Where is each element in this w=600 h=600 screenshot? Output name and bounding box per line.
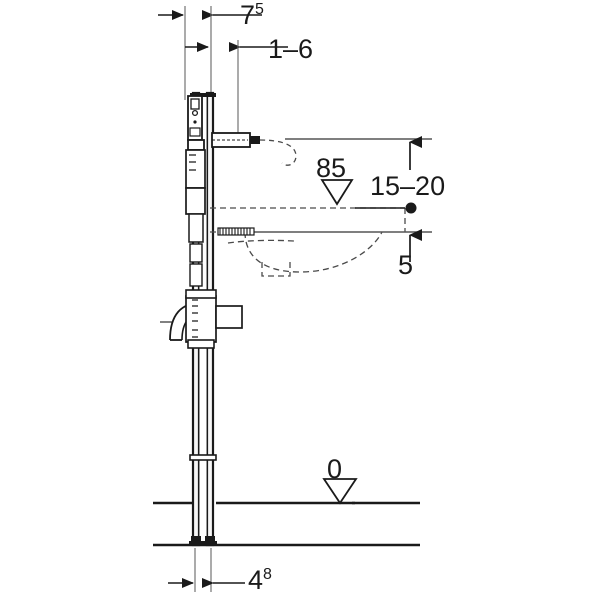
tap-spout-dashed [259, 139, 297, 166]
dimension-value: 0 [327, 454, 343, 484]
dimension-value: 1–6 [268, 34, 314, 64]
dimension-lines-bottom [168, 548, 245, 592]
level-triangle-85 [320, 179, 354, 206]
dimension-label-datum: 0 [327, 456, 342, 483]
level-triangle-0 [322, 478, 358, 505]
dimension-label-top-inner: 1–6 [268, 36, 313, 63]
dimension-label-top-outer: 75 [240, 2, 264, 29]
dimension-value: 85 [316, 153, 347, 183]
dimension-value: 15–20 [370, 171, 446, 201]
dimension-label-bottom: 48 [248, 567, 272, 594]
center-point-dot [405, 202, 417, 214]
dimension-value: 4 [248, 565, 264, 595]
dimension-label-tap-range: 15–20 [370, 173, 445, 200]
drain-elbow-trap [160, 289, 243, 349]
basin-support-line [217, 227, 432, 236]
dimension-value: 7 [240, 0, 256, 30]
dimension-label-basin-height: 85 [316, 155, 346, 182]
dimension-superscript: 8 [263, 566, 272, 583]
dimension-value: 5 [398, 250, 414, 280]
dimension-superscript: 5 [255, 1, 264, 18]
frame-upper-bracket-assembly [185, 95, 206, 287]
water-supply-connector [211, 132, 260, 148]
dimension-arrows-right [355, 136, 422, 262]
dimension-label-lower-offset: 5 [398, 252, 413, 279]
basin-outline-dashed [210, 207, 406, 277]
dimension-lines-top [158, 6, 288, 142]
base-foot-assembly [189, 536, 217, 545]
